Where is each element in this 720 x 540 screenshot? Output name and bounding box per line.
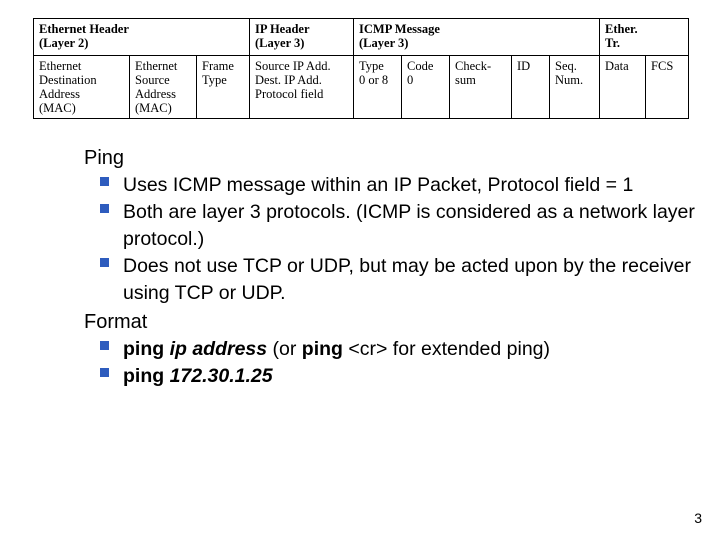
list-item: Both are layer 3 protocols. (ICMP is con… (84, 199, 699, 253)
format-list: ping ip address (or ping <cr> for extend… (84, 336, 699, 390)
cell-line: Address (39, 87, 80, 101)
cell-line: Type (202, 73, 227, 87)
cmd-keyword: ping (301, 338, 349, 360)
cmd-keyword: ping (123, 338, 170, 360)
list-item: ping 172.30.1.25 (84, 363, 699, 390)
bullet-marker-icon (100, 258, 109, 267)
header-line: IP Header (255, 22, 310, 36)
header-cell-ethernet-header: Ethernet Header (Layer 2) (32, 18, 251, 56)
page-number: 3 (694, 510, 702, 526)
list-item-text: Both are layer 3 protocols. (ICMP is con… (123, 201, 695, 250)
cell-line: Source IP Add. (255, 59, 331, 73)
cell-line: Frame (202, 59, 234, 73)
header-line: (Layer 3) (359, 36, 409, 50)
cell-identifier: ID (511, 55, 551, 119)
diagram-sub-row: Ethernet Destination Address (MAC) Ether… (33, 55, 690, 119)
list-item: Uses ICMP message within an IP Packet, P… (84, 172, 699, 199)
header-cell-ip-header: IP Header (Layer 3) (249, 18, 355, 56)
cell-line: Type (359, 59, 384, 73)
format-command-1: ping ip address (or ping <cr> for extend… (123, 338, 550, 360)
cell-line: 0 (407, 73, 414, 87)
bullet-marker-icon (100, 177, 109, 186)
cell-line: (MAC) (39, 101, 76, 115)
list-item: ping ip address (or ping <cr> for extend… (84, 336, 699, 363)
cell-ethernet-destination-address: Ethernet Destination Address (MAC) (33, 55, 130, 119)
cmd-argument: ip address (169, 338, 268, 360)
ping-heading: Ping (84, 147, 125, 169)
format-command-2: ping 172.30.1.25 (123, 365, 273, 387)
bullet-marker-icon (100, 204, 109, 213)
cell-source-dest-ip-protocol: Source IP Add. Dest. IP Add. Protocol fi… (249, 55, 355, 119)
cell-fcs: FCS (645, 55, 690, 119)
cell-line: Ethernet (135, 59, 178, 73)
bullet-marker-icon (100, 341, 109, 350)
cell-ethernet-source-address: Ethernet Source Address (MAC) (129, 55, 197, 119)
cell-data: Data (599, 55, 647, 119)
cell-checksum: Check- sum (449, 55, 513, 119)
cmd-argument: 172.30.1.25 (169, 365, 273, 387)
cell-line: Source (135, 73, 170, 87)
cell-line: Address (135, 87, 176, 101)
bullet-marker-icon (100, 368, 109, 377)
cell-frame-type: Frame Type (195, 55, 251, 119)
cell-line: Check- (455, 59, 492, 73)
cell-line: Protocol field (255, 87, 324, 101)
cmd-text: <cr> for extended ping) (348, 338, 551, 360)
cell-line: Data (605, 59, 629, 73)
ping-bullet-list: Uses ICMP message within an IP Packet, P… (84, 172, 699, 307)
cell-line: Ethernet (39, 59, 82, 73)
cell-line: Seq. (555, 59, 577, 73)
list-item-text: Uses ICMP message within an IP Packet, P… (123, 174, 634, 196)
list-item-text: Does not use TCP or UDP, but may be acte… (123, 255, 691, 304)
header-line: Tr. (605, 36, 620, 50)
cell-code: Code 0 (401, 55, 451, 119)
header-cell-icmp-message: ICMP Message (Layer 3) (353, 18, 601, 56)
cmd-keyword: ping (123, 365, 170, 387)
diagram-header-row: Ethernet Header (Layer 2) IP Header (Lay… (32, 18, 690, 56)
cell-line: Destination (39, 73, 97, 87)
header-line: (Layer 2) (39, 36, 89, 50)
header-line: ICMP Message (359, 22, 440, 36)
cell-line: 0 or 8 (359, 73, 389, 87)
list-item: Does not use TCP or UDP, but may be acte… (84, 253, 699, 307)
slide-body: Ping Uses ICMP message within an IP Pack… (84, 145, 699, 390)
cell-line: (MAC) (135, 101, 172, 115)
format-heading: Format (84, 311, 148, 333)
cell-line: FCS (651, 59, 674, 73)
cmd-text: (or (267, 338, 302, 360)
cell-line: Dest. IP Add. (255, 73, 322, 87)
header-line: (Layer 3) (255, 36, 305, 50)
header-line: Ethernet Header (39, 22, 129, 36)
cell-sequence-number: Seq. Num. (549, 55, 601, 119)
header-line: Ether. (605, 22, 638, 36)
cell-line: Num. (555, 73, 584, 87)
cell-line: ID (517, 59, 531, 73)
cell-type: Type 0 or 8 (353, 55, 403, 119)
cell-line: sum (455, 73, 476, 87)
packet-structure-table: Ethernet Header (Layer 2) IP Header (Lay… (32, 18, 690, 119)
cell-line: Code (407, 59, 434, 73)
header-cell-ethernet-trailer: Ether. Tr. (599, 18, 690, 56)
